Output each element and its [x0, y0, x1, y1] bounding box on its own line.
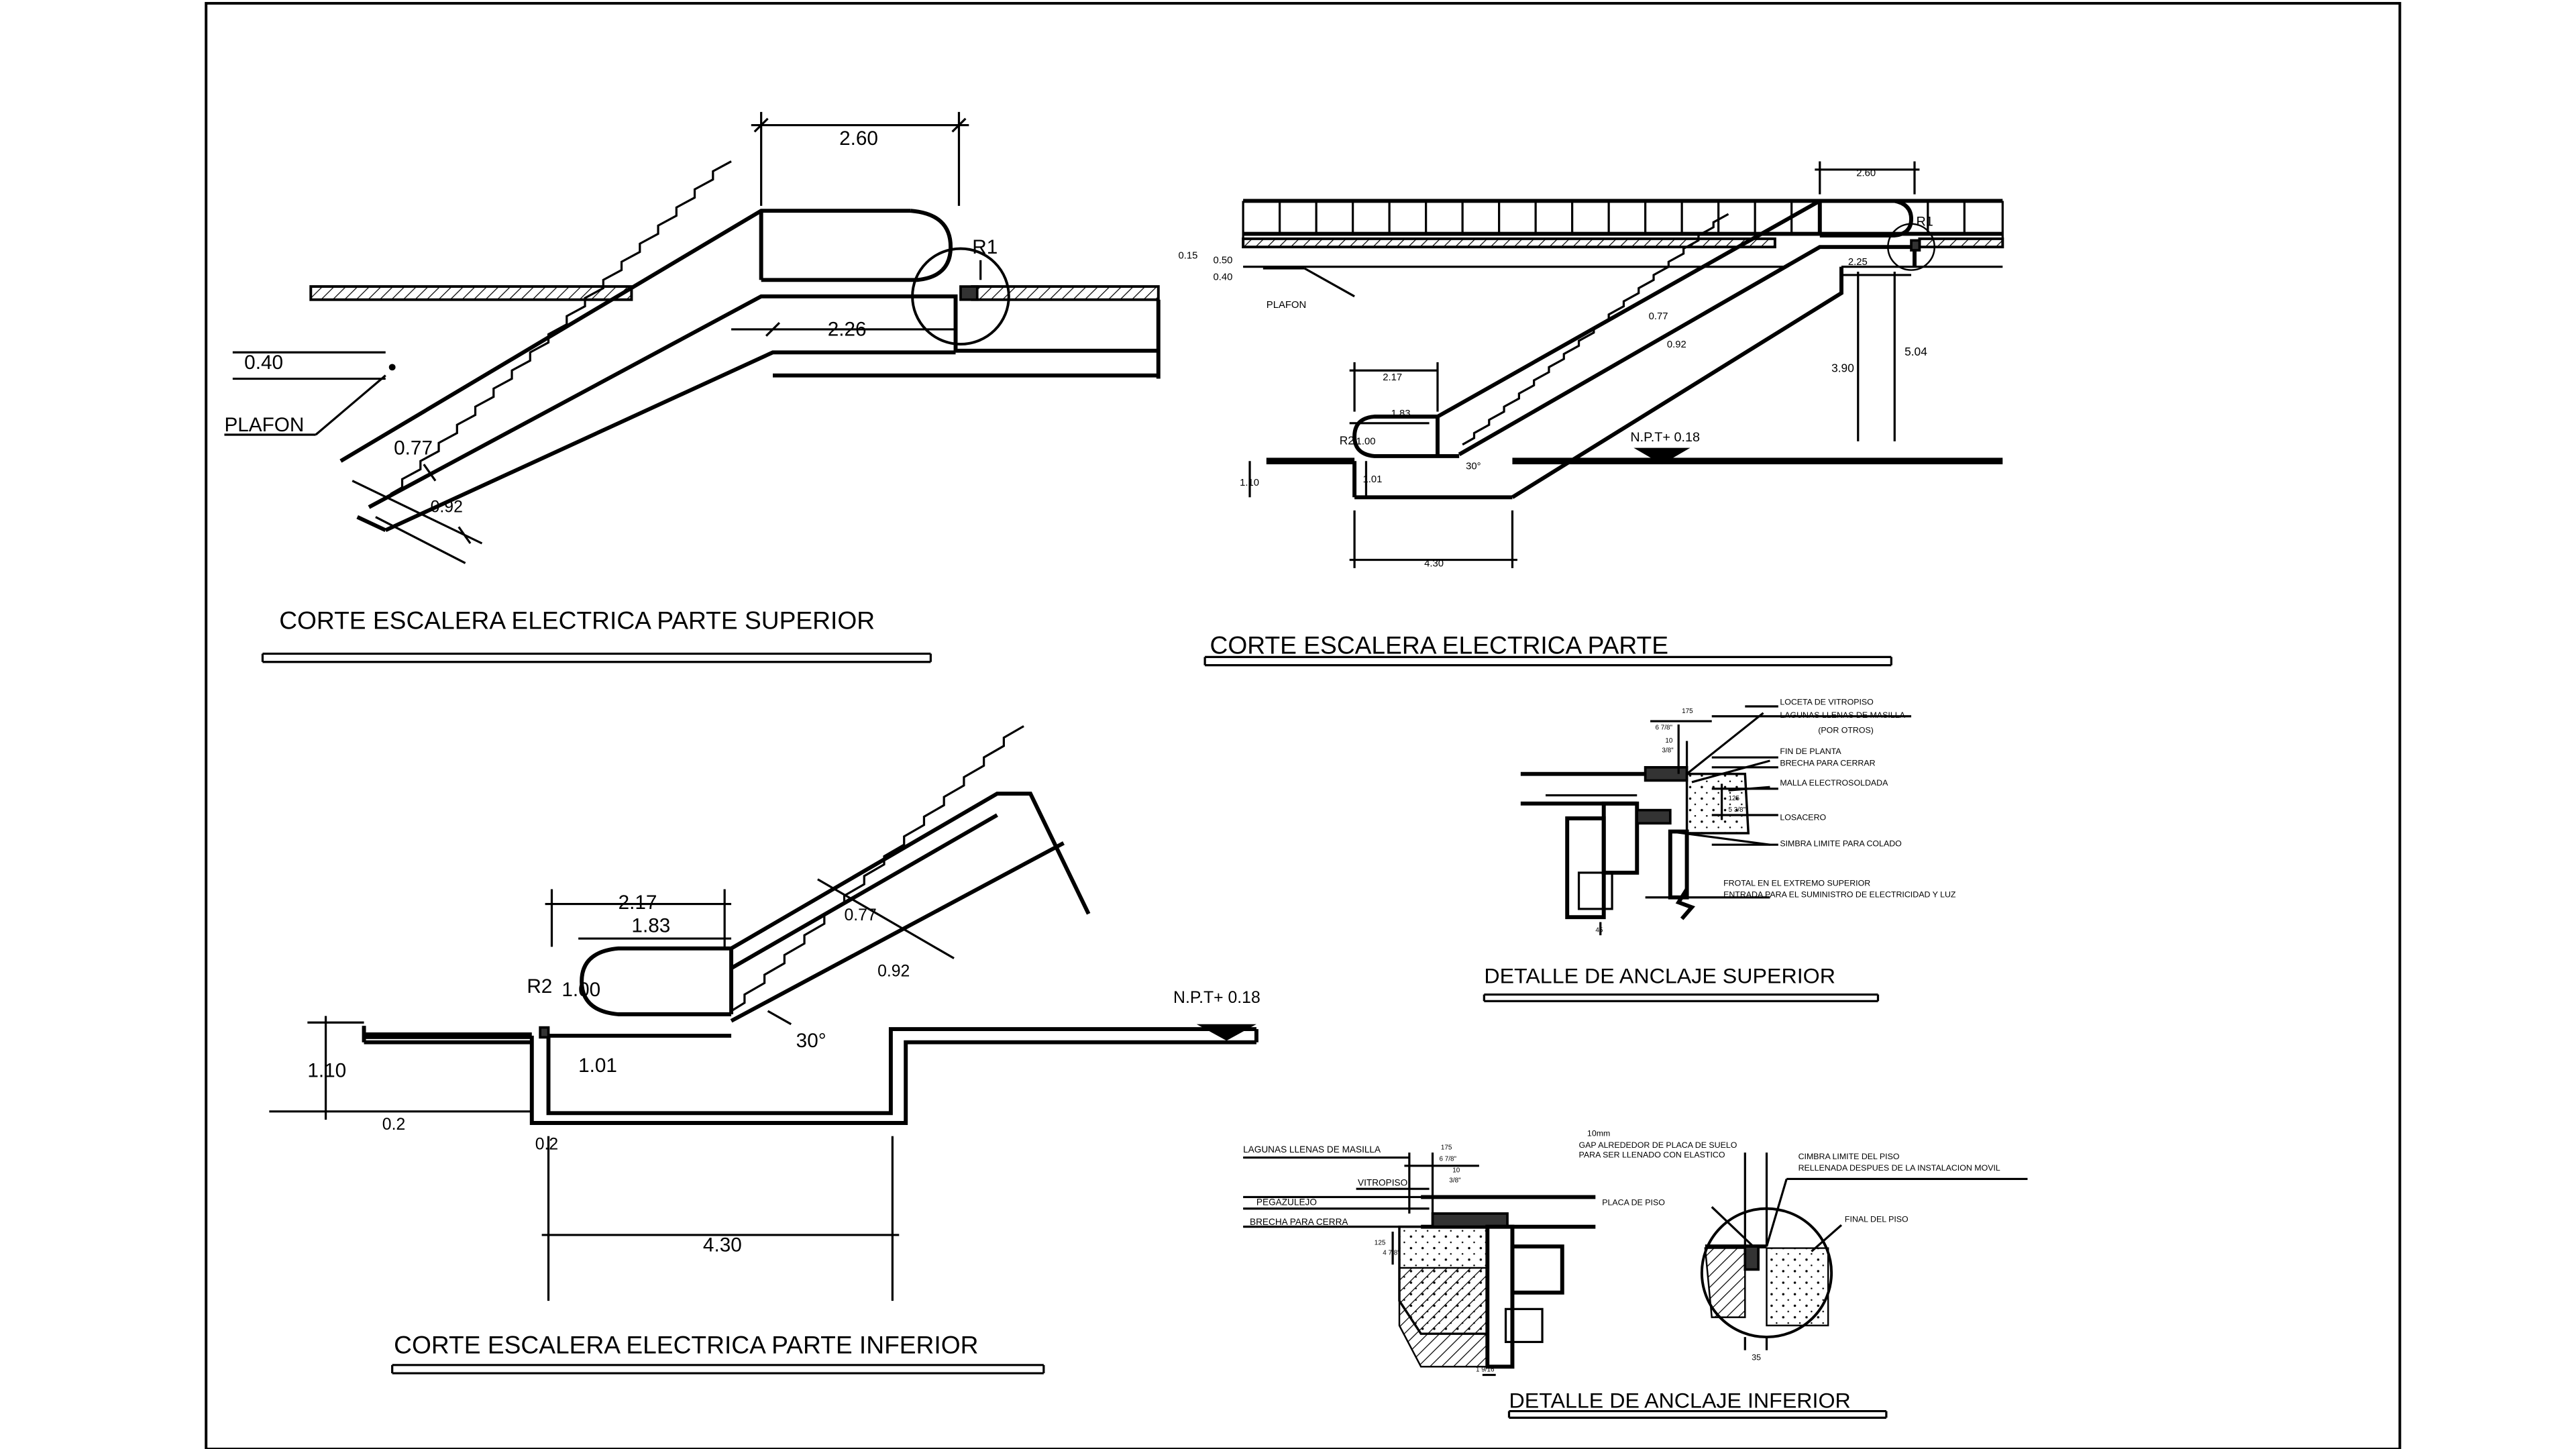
dim-5-3-8: 5 3/8"	[1729, 806, 1746, 814]
dim-1-83: 1.83	[1391, 409, 1411, 419]
label-gap: GAP ALREDEDOR DE PLACA DE SUELO	[1579, 1140, 1737, 1150]
newel-curve	[761, 209, 953, 282]
dim-0-40: 0.40	[244, 352, 283, 374]
view-corte-parte: 2.60 R1 0.15 0.50 0.40 2.25 PLAFON 0.77 …	[1178, 161, 2004, 667]
label-plafon: PLAFON	[224, 414, 304, 436]
dim-0-2-left: 0.2	[382, 1116, 405, 1134]
dim-2-17: 2.17	[1383, 372, 1402, 383]
label-fin-planta: FIN DE PLANTA	[1780, 747, 1841, 756]
detail-circle-r1	[911, 247, 1010, 345]
dim-r1: R1	[1916, 214, 1933, 229]
label-loceta: LOCETA DE VITROPISO	[1780, 698, 1873, 707]
dim-10: 10	[1665, 737, 1673, 745]
dim-1-00: 1.00	[561, 979, 600, 1001]
dim-10: 10	[1452, 1167, 1460, 1175]
view-anclaje-inferior: LAGUNAS LLENAS DE MASILLA VITROPISO PEGA…	[1243, 1129, 2028, 1419]
truss-top	[339, 209, 911, 463]
label-pegazulejo: PEGAZULEJO	[1256, 1197, 1317, 1208]
dim-2-26: 2.26	[828, 319, 867, 341]
label-frotal: FROTAL EN EL EXTREMO SUPERIOR	[1723, 879, 1870, 888]
dim-0-77: 0.77	[845, 906, 877, 924]
view-title-anclaje-superior: DETALLE DE ANCLAJE SUPERIOR	[1484, 963, 1835, 987]
dim-r2: R2	[1340, 434, 1354, 447]
dim-30-deg: 30°	[1466, 462, 1481, 472]
dim-0-50: 0.50	[1214, 256, 1233, 266]
dim-175: 175	[1682, 708, 1693, 715]
sheet-frame	[205, 1, 2402, 1449]
dim-1-01: 1.01	[578, 1055, 617, 1077]
dim-1-01: 1.01	[1362, 474, 1382, 485]
dim-6-7-8: 6 7/8"	[1656, 724, 1673, 731]
dim-0-2-pit: 0.2	[535, 1135, 558, 1153]
label-entrada: ENTRADA PARA EL SUMINISTRO DE ELECTRICID…	[1723, 890, 1956, 900]
label-rellenada: RELLENADA DESPUES DE LA INSTALACION MOVI…	[1799, 1163, 2000, 1173]
dim-2-17: 2.17	[619, 892, 657, 914]
dim-5-04: 5.04	[1904, 345, 1927, 358]
dim-2-60: 2.60	[1856, 168, 1876, 179]
dim-0-92: 0.92	[431, 498, 463, 516]
dim-125: 125	[1375, 1240, 1386, 1247]
label-lagunas: LAGUNAS LLENAS DE MASILLA	[1243, 1144, 1381, 1155]
dim-0-77: 0.77	[1649, 311, 1668, 322]
dim-3-8: 3/8"	[1662, 747, 1674, 755]
step-teeth	[390, 160, 732, 495]
view-anclaje-superior: LOCETA DE VITROPISO LAGUNAS LLENAS DE MA…	[1483, 698, 1956, 1002]
dim-45: 45	[1595, 926, 1603, 934]
label-brecha: BRECHA PARA CERRA	[1250, 1217, 1348, 1227]
label-malla: MALLA ELECTROSOLDADA	[1780, 778, 1888, 788]
dim-30-deg: 30°	[796, 1030, 826, 1052]
label-lagunas: LAGUNAS LLENAS DE MASILLA	[1780, 710, 1905, 720]
railing-posts	[1242, 201, 2004, 248]
dim-3-90: 3.90	[1831, 362, 1854, 375]
dim-2-25: 2.25	[1848, 257, 1868, 268]
label-cimbra: CIMBRA LIMITE DEL PISO	[1799, 1152, 1900, 1161]
label-vitropiso: VITROPISO	[1358, 1177, 1407, 1187]
view-title-superior: CORTE ESCALERA ELECTRICA PARTE SUPERIOR	[279, 607, 875, 635]
dim-0-77: 0.77	[394, 437, 433, 460]
dim-4-30: 4.30	[1424, 558, 1444, 569]
dim-0-92: 0.92	[877, 963, 910, 981]
view-title-anclaje-inferior: DETALLE DE ANCLAJE INFERIOR	[1509, 1389, 1850, 1413]
dim-4-7-8: 4 7/8"	[1383, 1249, 1400, 1256]
upper-slab-right	[971, 285, 1160, 301]
label-elastico: PARA SER LLENADO CON ELASTICO	[1579, 1150, 1725, 1160]
dim-0-92: 0.92	[1667, 339, 1686, 350]
dim-3-8: 3/8"	[1449, 1177, 1461, 1184]
dim-1-00: 1.00	[1356, 437, 1376, 447]
dim-r2: R2	[527, 975, 552, 998]
label-brecha: BRECHA PARA CERRAR	[1780, 758, 1875, 767]
view-title-inferior: CORTE ESCALERA ELECTRICA PARTE INFERIOR	[394, 1332, 978, 1359]
dim-175: 175	[1441, 1144, 1452, 1151]
npt-level: N.P.T+ 0.18	[1173, 989, 1260, 1007]
upper-slab-left	[309, 285, 633, 301]
dim-0-40: 0.40	[1214, 272, 1233, 282]
concrete-fill	[1685, 772, 1750, 835]
upper-slab	[1242, 237, 1776, 249]
label-simbra: SIMBRA LIMITE PARA COLADO	[1780, 839, 1901, 849]
dim-1-10: 1.10	[307, 1059, 346, 1081]
dim-1-9-16: 1 9/16"	[1476, 1366, 1497, 1374]
label-10mm: 10mm	[1587, 1129, 1610, 1138]
truss-bottom	[368, 294, 958, 509]
label-losacero: LOSACERO	[1780, 812, 1826, 822]
dim-6-7-8: 6 7/8"	[1439, 1155, 1456, 1163]
dim-2-60: 2.60	[839, 127, 878, 150]
dim-1-83: 1.83	[631, 914, 670, 936]
label-por-otros: (POR OTROS)	[1818, 725, 1874, 735]
view-title-parte: CORTE ESCALERA ELECTRICA PARTE	[1210, 632, 1668, 659]
dim-r1: R1	[972, 236, 998, 258]
label-plafon: PLAFON	[1267, 300, 1306, 311]
truss-underside	[384, 350, 956, 533]
label-placa-piso: PLACA DE PISO	[1602, 1198, 1665, 1208]
label-final-piso: FINAL DEL PISO	[1845, 1214, 1909, 1224]
npt-level: N.P.T+ 0.18	[1630, 430, 1700, 445]
dim-4-30: 4.30	[703, 1234, 742, 1256]
view-corte-superior: 2.60 R1 2.26 0.40 PLAFON 0.77 0.92 CORTE…	[224, 111, 1161, 663]
dim-1-10: 1.10	[1240, 478, 1259, 488]
dim-35: 35	[1752, 1353, 1761, 1362]
view-corte-inferior: 2.17 1.83 0.77 0.92 R2 1.00 1.01 1.10 0.…	[269, 725, 1260, 1375]
dim-0-15: 0.15	[1178, 250, 1197, 261]
dim-125: 125	[1729, 795, 1740, 802]
